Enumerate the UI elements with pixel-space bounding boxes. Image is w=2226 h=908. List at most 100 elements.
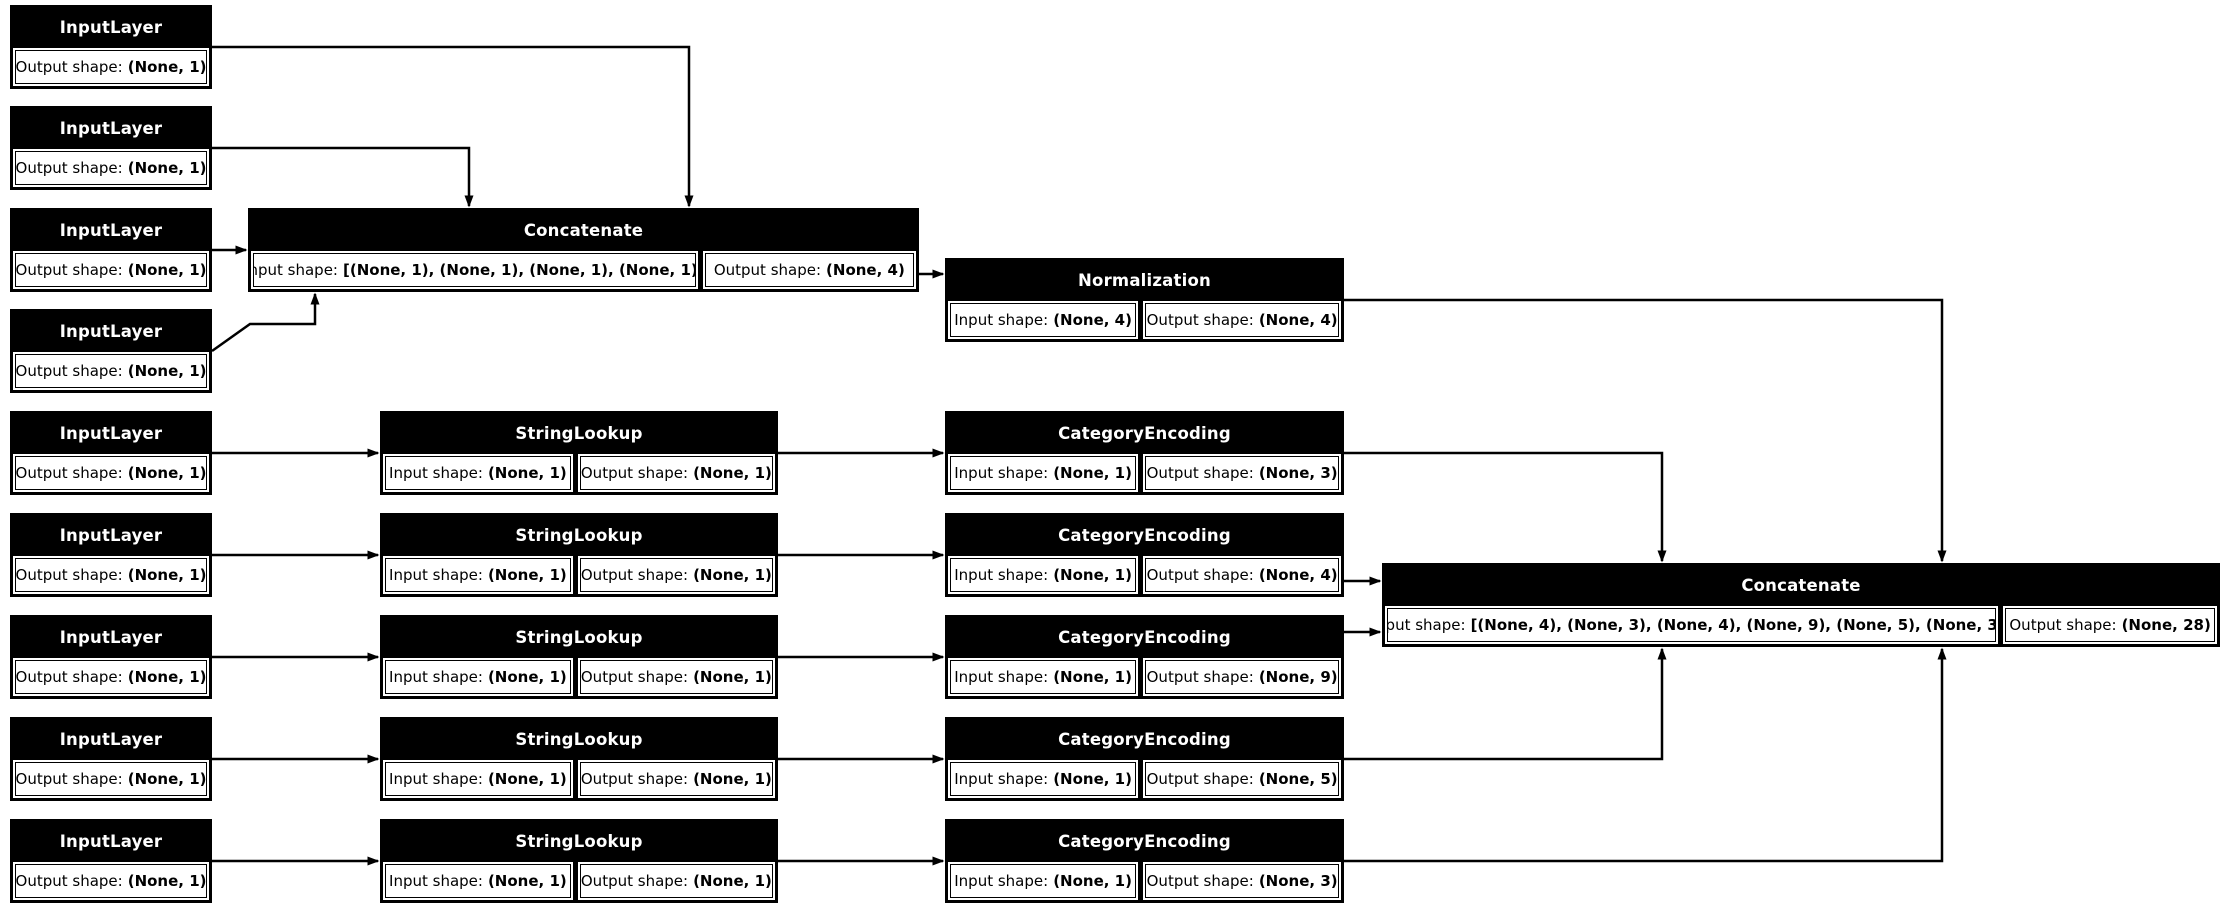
output-shape-cell: Output shape:(None, 1) [15, 253, 207, 287]
layer-type-title: InputLayer [59, 18, 163, 37]
layer-type-title: InputLayer [59, 628, 163, 647]
shape-label: Output shape: [580, 566, 689, 584]
layer-type-title: InputLayer [59, 832, 163, 851]
shape-label: Output shape: [15, 872, 123, 890]
output-shape-cell: Output shape:(None, 1) [579, 558, 773, 592]
shape-cells-row: Input shape:(None, 4)Output shape:(None,… [945, 303, 1344, 342]
shape-value: (None, 1) [127, 159, 207, 177]
shape-label: Output shape: [580, 872, 689, 890]
shape-cells-row: Input shape: (None, 1)Output shape:(None,… [380, 762, 778, 801]
shape-value: (None, 1) [487, 464, 567, 482]
shape-value: (None, 1) [127, 464, 207, 482]
shape-label: Output shape: [580, 770, 689, 788]
shape-value: (None, 1) [693, 668, 772, 686]
shape-value: (None, 1) [127, 566, 207, 584]
shape-label: Input shape: [389, 464, 483, 482]
shape-label: Input shape: [389, 770, 483, 788]
output-shape-cell: Output shape:(None, 1) [15, 660, 207, 694]
shape-label: Output shape: [2009, 616, 2117, 634]
shape-label: Input shape: [954, 311, 1049, 329]
input-shape-cell: Input shape: [(None, 1), (None, 1), (None… [253, 253, 696, 287]
layer-type-title: InputLayer [59, 730, 163, 749]
shape-value: (None, 1) [487, 668, 567, 686]
shape-label: Output shape: [15, 464, 123, 482]
shape-value: [(None, 1), (None, 1), (None, 1), (None,… [343, 261, 696, 279]
shape-label: Input shape: [954, 770, 1049, 788]
shape-value: (None, 1) [693, 872, 772, 890]
shape-label: Input shape: [954, 566, 1049, 584]
layer-type-title: CategoryEncoding [1058, 628, 1231, 647]
shape-cells-row: Output shape:(None, 1) [10, 864, 212, 903]
shape-label: Input shape: [253, 261, 338, 279]
shape-label: Input shape: [954, 464, 1049, 482]
layer-type-title: StringLookup [515, 832, 643, 851]
shape-value: (None, 1) [487, 872, 567, 890]
layer-type-title: InputLayer [59, 119, 163, 138]
layer-type-title: StringLookup [515, 424, 643, 443]
shape-cells-row: Input shape:(None, 1)Output shape:(None,… [945, 864, 1344, 903]
input-shape-cell: Input shape:(None, 1) [950, 762, 1137, 796]
shape-label: Output shape: [1146, 464, 1254, 482]
shape-value: (None, 5) [1258, 770, 1338, 788]
layer-type-title: CategoryEncoding [1058, 832, 1231, 851]
shape-value: (None, 1) [693, 770, 772, 788]
edge-input_4-to-concat_1 [211, 292, 320, 353]
shape-value: (None, 1) [127, 362, 207, 380]
shape-label: Output shape: [15, 770, 123, 788]
output-shape-cell: Output shape:(None, 1) [579, 864, 773, 898]
layer-type-title: CategoryEncoding [1058, 526, 1231, 545]
shape-label: Output shape: [15, 261, 123, 279]
output-shape-cell: Output shape:(None, 4) [1145, 303, 1339, 337]
shape-label: Input shape: [954, 668, 1049, 686]
input-shape-cell: Input shape:[(None, 4), (None, 3), (None… [1387, 608, 1997, 642]
shape-value: (None, 1) [127, 668, 207, 686]
shape-label: Output shape: [15, 668, 123, 686]
shape-value: (None, 4) [1258, 311, 1338, 329]
shape-cells-row: Output shape:(None, 1) [10, 456, 212, 495]
output-shape-cell: Output shape:(None, 1) [15, 558, 207, 592]
shape-value: (None, 1) [1053, 668, 1132, 686]
shape-value: (None, 9) [1258, 668, 1338, 686]
output-shape-cell: Output shape:(None, 4) [1145, 558, 1339, 592]
shape-cells-row: Input shape:(None, 1)Output shape:(None,… [380, 864, 778, 903]
shape-cells-row: Output shape:(None, 1) [10, 762, 212, 801]
shape-label: Output shape: [1146, 668, 1254, 686]
output-shape-cell: Output shape:(None, 3) [1145, 456, 1339, 490]
shape-value: [(None, 4), (None, 3), (None, 4), (None,… [1470, 616, 1997, 634]
input-shape-cell: Input shape:(None, 1) [950, 660, 1137, 694]
shape-value: (None, 4) [826, 261, 905, 279]
shape-label: Output shape: [15, 159, 123, 177]
input-shape-cell: Input shape:(None, 1) [385, 660, 571, 694]
shape-label: Output shape: [1146, 566, 1254, 584]
output-shape-cell: Output shape:(None, 28) [2005, 608, 2215, 642]
shape-value: (None, 1) [693, 464, 772, 482]
input-shape-cell: Input shape:(None, 1) [950, 864, 1137, 898]
shape-value: (None, 1) [487, 566, 567, 584]
shape-label: Output shape: [1146, 770, 1254, 788]
shape-label: Output shape: [580, 464, 689, 482]
edge-category_encoding_5-to-concat_2 [1344, 647, 1947, 863]
shape-cells-row: Input shape:(None, 1)Output shape:(None,… [945, 456, 1344, 495]
input-shape-cell: Input shape:(None, 4) [950, 303, 1137, 337]
output-shape-cell: Output shape:(None, 5) [1145, 762, 1339, 796]
shape-value: (None, 1) [1053, 566, 1132, 584]
layer-type-title: InputLayer [59, 526, 163, 545]
shape-value: (None, 28) [2121, 616, 2211, 634]
shape-value: (None, 3) [1258, 464, 1338, 482]
output-shape-cell: Output shape:(None, 1) [579, 762, 773, 796]
shape-label: Output shape: [1146, 872, 1254, 890]
